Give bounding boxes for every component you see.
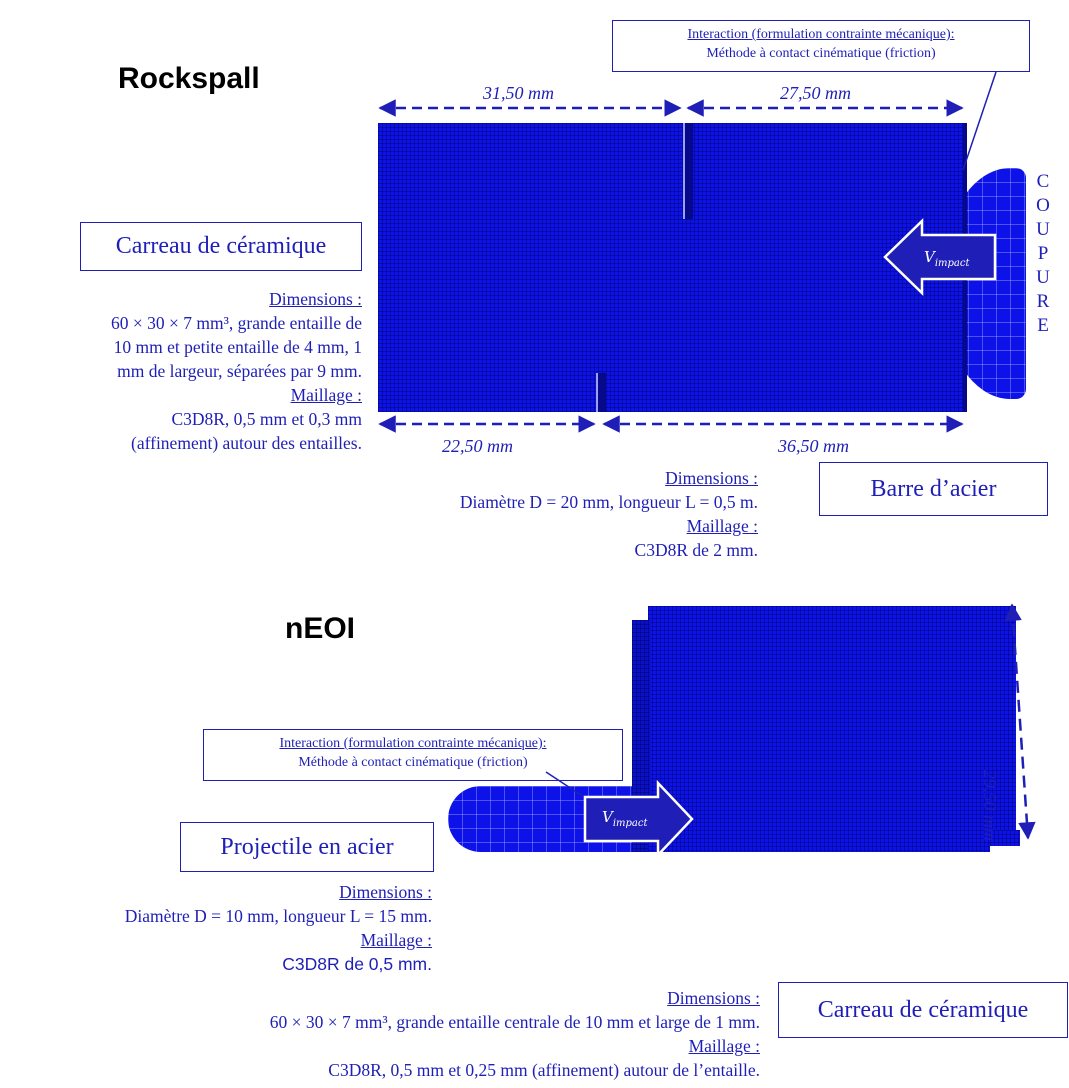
neoi-tile-mesh-bottom [648, 830, 990, 852]
interaction-line1: Interaction (formulation contrainte méca… [279, 736, 547, 751]
bar-spec: Dimensions : Diamètre D = 20 mm, longueu… [420, 466, 758, 562]
rockspall-interaction-leader [962, 71, 997, 171]
velocity-arrow-rockspall [883, 218, 997, 296]
spec-line: C3D8R de 0,5 mm. [282, 954, 432, 974]
mesh-label: Maillage : [688, 1036, 760, 1056]
dimensions-label: Dimensions : [665, 468, 758, 488]
coupure-letter: O [1036, 195, 1050, 216]
spec-line: 60 × 30 × 7 mm³, grande entaille central… [269, 1012, 760, 1032]
velocity-label-neoi: Vimpact [602, 808, 648, 829]
rockspall-interaction-box: Interaction (formulation contrainte méca… [612, 20, 1030, 72]
spec-line: Diamètre D = 10 mm, longueur L = 15 mm. [124, 906, 432, 926]
coupure-label: C O U P U R E [1033, 170, 1053, 338]
mesh-label: Maillage : [360, 930, 432, 950]
rockspall-title: Rockspall [118, 62, 260, 95]
mesh-label: Maillage : [290, 385, 362, 405]
neoi-interaction-box: Interaction (formulation contrainte méca… [203, 729, 623, 781]
coupure-letter: U [1036, 219, 1050, 240]
projectile-box: Projectile en acier [180, 822, 434, 872]
dim-bottom-right: 36,50 mm [778, 436, 849, 456]
projectile-spec: Dimensions : Diamètre D = 10 mm, longueu… [0, 880, 432, 976]
interaction-line2: Méthode à contact cinématique (friction) [706, 46, 936, 61]
interaction-line1: Interaction (formulation contrainte méca… [687, 27, 955, 42]
velocity-symbol: V [924, 248, 935, 266]
spec-line: C3D8R, 0,5 mm et 0,25 mm (affinement) au… [328, 1060, 760, 1080]
neoi-tile-box: Carreau de céramique [778, 982, 1068, 1038]
coupure-letter: U [1036, 267, 1050, 288]
spec-line: C3D8R de 2 mm. [634, 540, 758, 560]
neoi-tile-side [632, 620, 650, 852]
velocity-subscript: impact [612, 818, 648, 829]
coupure-letter: E [1037, 315, 1049, 336]
large-notch [683, 123, 693, 219]
spec-line: 10 mm et petite entaille de 4 mm, 1 [113, 337, 362, 357]
velocity-label-rockspall: Vimpact [924, 248, 970, 269]
velocity-arrow-neoi [583, 779, 694, 859]
spec-line: mm de largeur, séparées par 9 mm. [117, 361, 362, 381]
small-notch [596, 373, 606, 412]
rockspall-tile-box: Carreau de céramique [80, 222, 362, 271]
coupure-letter: R [1036, 291, 1050, 312]
dim-arrow-height [1004, 603, 1036, 840]
interaction-line2: Méthode à contact cinématique (friction) [298, 755, 528, 770]
dimensions-label: Dimensions : [667, 988, 760, 1008]
spec-line: 60 × 30 × 7 mm³, grande entaille de [111, 313, 362, 333]
ceramic-tile-mesh [378, 123, 967, 412]
dim-top-right: 27,50 mm [780, 83, 851, 103]
neoi-tile-mesh-top [648, 606, 1016, 834]
coupure-letter: P [1037, 243, 1049, 264]
spec-line: Diamètre D = 20 mm, longueur L = 0,5 m. [459, 492, 758, 512]
rockspall-tile-spec: Dimensions : 60 × 30 × 7 mm³, grande ent… [10, 287, 362, 455]
dim-height-label: 29,50 mm [980, 770, 1000, 841]
dim-top-left: 31,50 mm [483, 83, 554, 103]
mesh-label: Maillage : [686, 516, 758, 536]
dimensions-label: Dimensions : [339, 882, 432, 902]
velocity-symbol: V [602, 808, 613, 826]
coupure-letter: C [1036, 171, 1050, 192]
bar-box: Barre d’acier [819, 462, 1048, 516]
dim-bottom-left: 22,50 mm [442, 436, 513, 456]
dimensions-label: Dimensions : [269, 289, 362, 309]
neoi-tile-spec: Dimensions : 60 × 30 × 7 mm³, grande ent… [60, 986, 760, 1082]
spec-line: C3D8R, 0,5 mm et 0,3 mm [171, 409, 362, 429]
neoi-title: nEOI [285, 612, 356, 645]
spec-line: (affinement) autour des entailles. [131, 433, 362, 453]
velocity-subscript: impact [934, 258, 970, 269]
